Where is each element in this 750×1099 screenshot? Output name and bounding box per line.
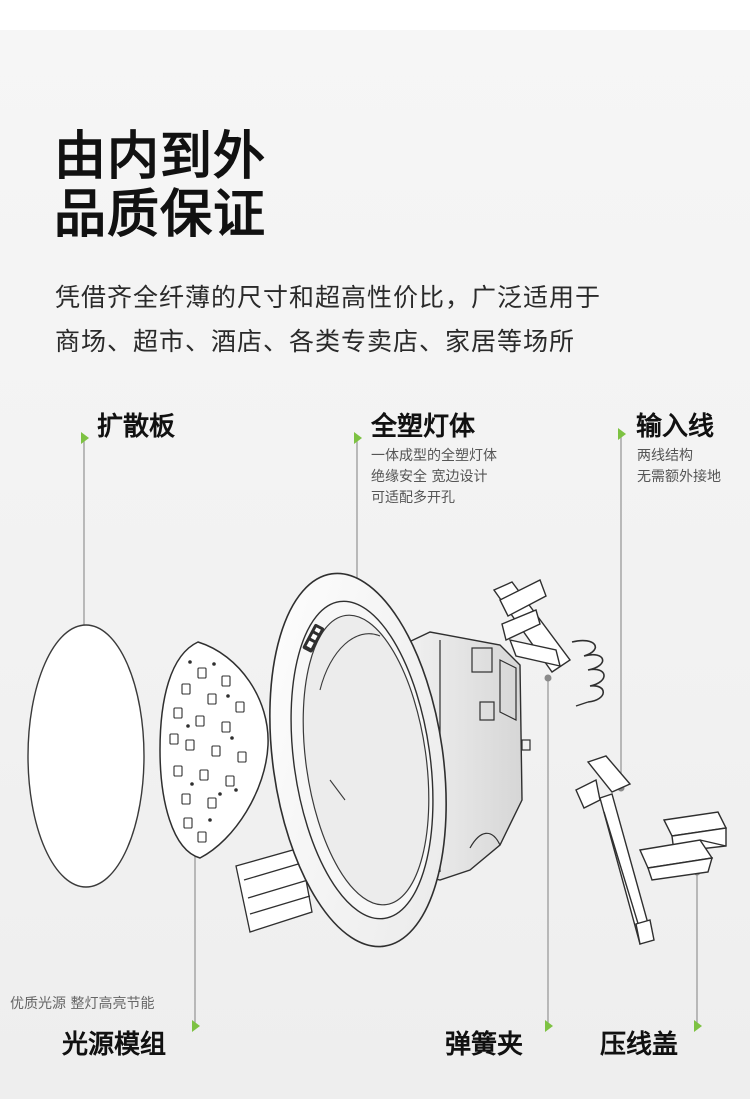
label-input-wire: 输入线 (636, 412, 715, 442)
leader-lines (83, 435, 698, 1025)
accent-marker-spring-clip (545, 1020, 553, 1032)
spring-clip-illustration (492, 579, 605, 707)
lamp-body-note-1: 一体成型的全塑灯体 (371, 448, 497, 464)
accent-marker-light-module (192, 1020, 200, 1032)
input-wire-illustration (575, 755, 655, 946)
headline-line-1: 由内到外 (54, 127, 267, 187)
label-diffuser: 扩散板 (97, 412, 176, 442)
accent-marker-diffuser (81, 432, 89, 444)
led-board-illustration (159, 641, 269, 859)
accent-marker-body (354, 432, 362, 444)
wire-cover-illustration (638, 811, 728, 881)
input-wire-note-1: 两线结构 (637, 448, 693, 464)
label-wire-cover: 压线盖 (600, 1030, 679, 1060)
label-spring-clip: 弹簧夹 (445, 1030, 524, 1060)
diffuser-plate-illustration (27, 624, 145, 888)
label-light-module: 光源模组 (62, 1030, 167, 1060)
lamp-body-note-3: 可适配多开孔 (371, 490, 455, 506)
description-line-1: 凭借齐全纤薄的尺寸和超高性价比，广泛适用于 (55, 283, 602, 312)
description-line-2: 商场、超市、酒店、各类专卖店、家居等场所 (55, 327, 576, 356)
lamp-body-notes: 一体成型的全塑灯体 绝缘安全 宽边设计 可适配多开孔 (371, 446, 497, 509)
accent-marker-wire-cover (694, 1020, 702, 1032)
description: 凭借齐全纤薄的尺寸和超高性价比，广泛适用于 商场、超市、酒店、各类专卖店、家居等… (55, 276, 601, 364)
label-lamp-body: 全塑灯体 (371, 412, 476, 442)
input-wire-notes: 两线结构 无需额外接地 (637, 446, 721, 488)
headline-line-2: 品质保证 (54, 185, 267, 245)
brand-logo (302, 623, 325, 653)
headline: 由内到外 品质保证 (54, 128, 266, 244)
input-wire-note-2: 无需额外接地 (637, 469, 721, 485)
accent-markers (81, 428, 702, 1032)
lamp-body-illustration (235, 572, 531, 948)
top-strip (0, 0, 750, 30)
light-module-note: 优质光源 整灯高亮节能 (10, 996, 155, 1012)
lamp-body-note-2: 绝缘安全 宽边设计 (371, 469, 488, 485)
accent-marker-input-wire (618, 428, 626, 440)
